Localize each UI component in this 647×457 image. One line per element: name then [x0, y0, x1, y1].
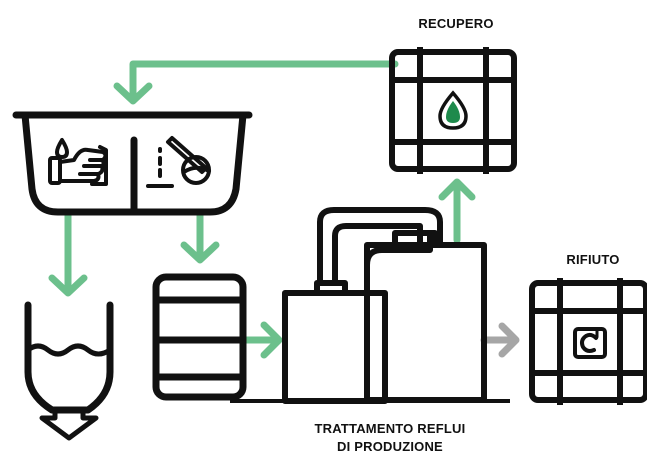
sink-icon	[12, 111, 253, 216]
return-arrow-head	[113, 82, 153, 105]
recovery-drum-icon	[389, 47, 517, 174]
hand-wash-icon	[48, 138, 108, 186]
treatment-plant-icon	[230, 207, 510, 404]
waste-drum-icon	[529, 278, 647, 405]
recycle-icon	[573, 327, 607, 359]
sink-to-funnel-arrow-head	[48, 274, 88, 297]
treatment-label: TRATTAMENTO REFLUI DI PRODUZIONE	[270, 420, 510, 456]
waste-label: RIFIUTO	[566, 252, 620, 267]
recovery-label: RECUPERO	[418, 16, 494, 31]
flow-arrows	[48, 60, 476, 359]
return-arrow	[129, 60, 399, 102]
barrel-icon	[152, 273, 247, 401]
treatment-to-recovery-arrow-head	[438, 178, 476, 201]
sink-to-barrel-arrow-head	[180, 241, 220, 264]
waste-arrow	[480, 322, 520, 358]
treatment-label-line1: TRATTAMENTO REFLUI	[314, 421, 466, 436]
treatment-label-line2: DI PRODUZIONE	[337, 439, 443, 454]
water-drop-icon	[438, 90, 468, 130]
barrel-to-treatment-arrow-head	[260, 321, 283, 359]
funnel-icon	[24, 301, 114, 441]
lab-flask-icon	[146, 136, 211, 188]
waste-arrow-head	[498, 322, 520, 358]
